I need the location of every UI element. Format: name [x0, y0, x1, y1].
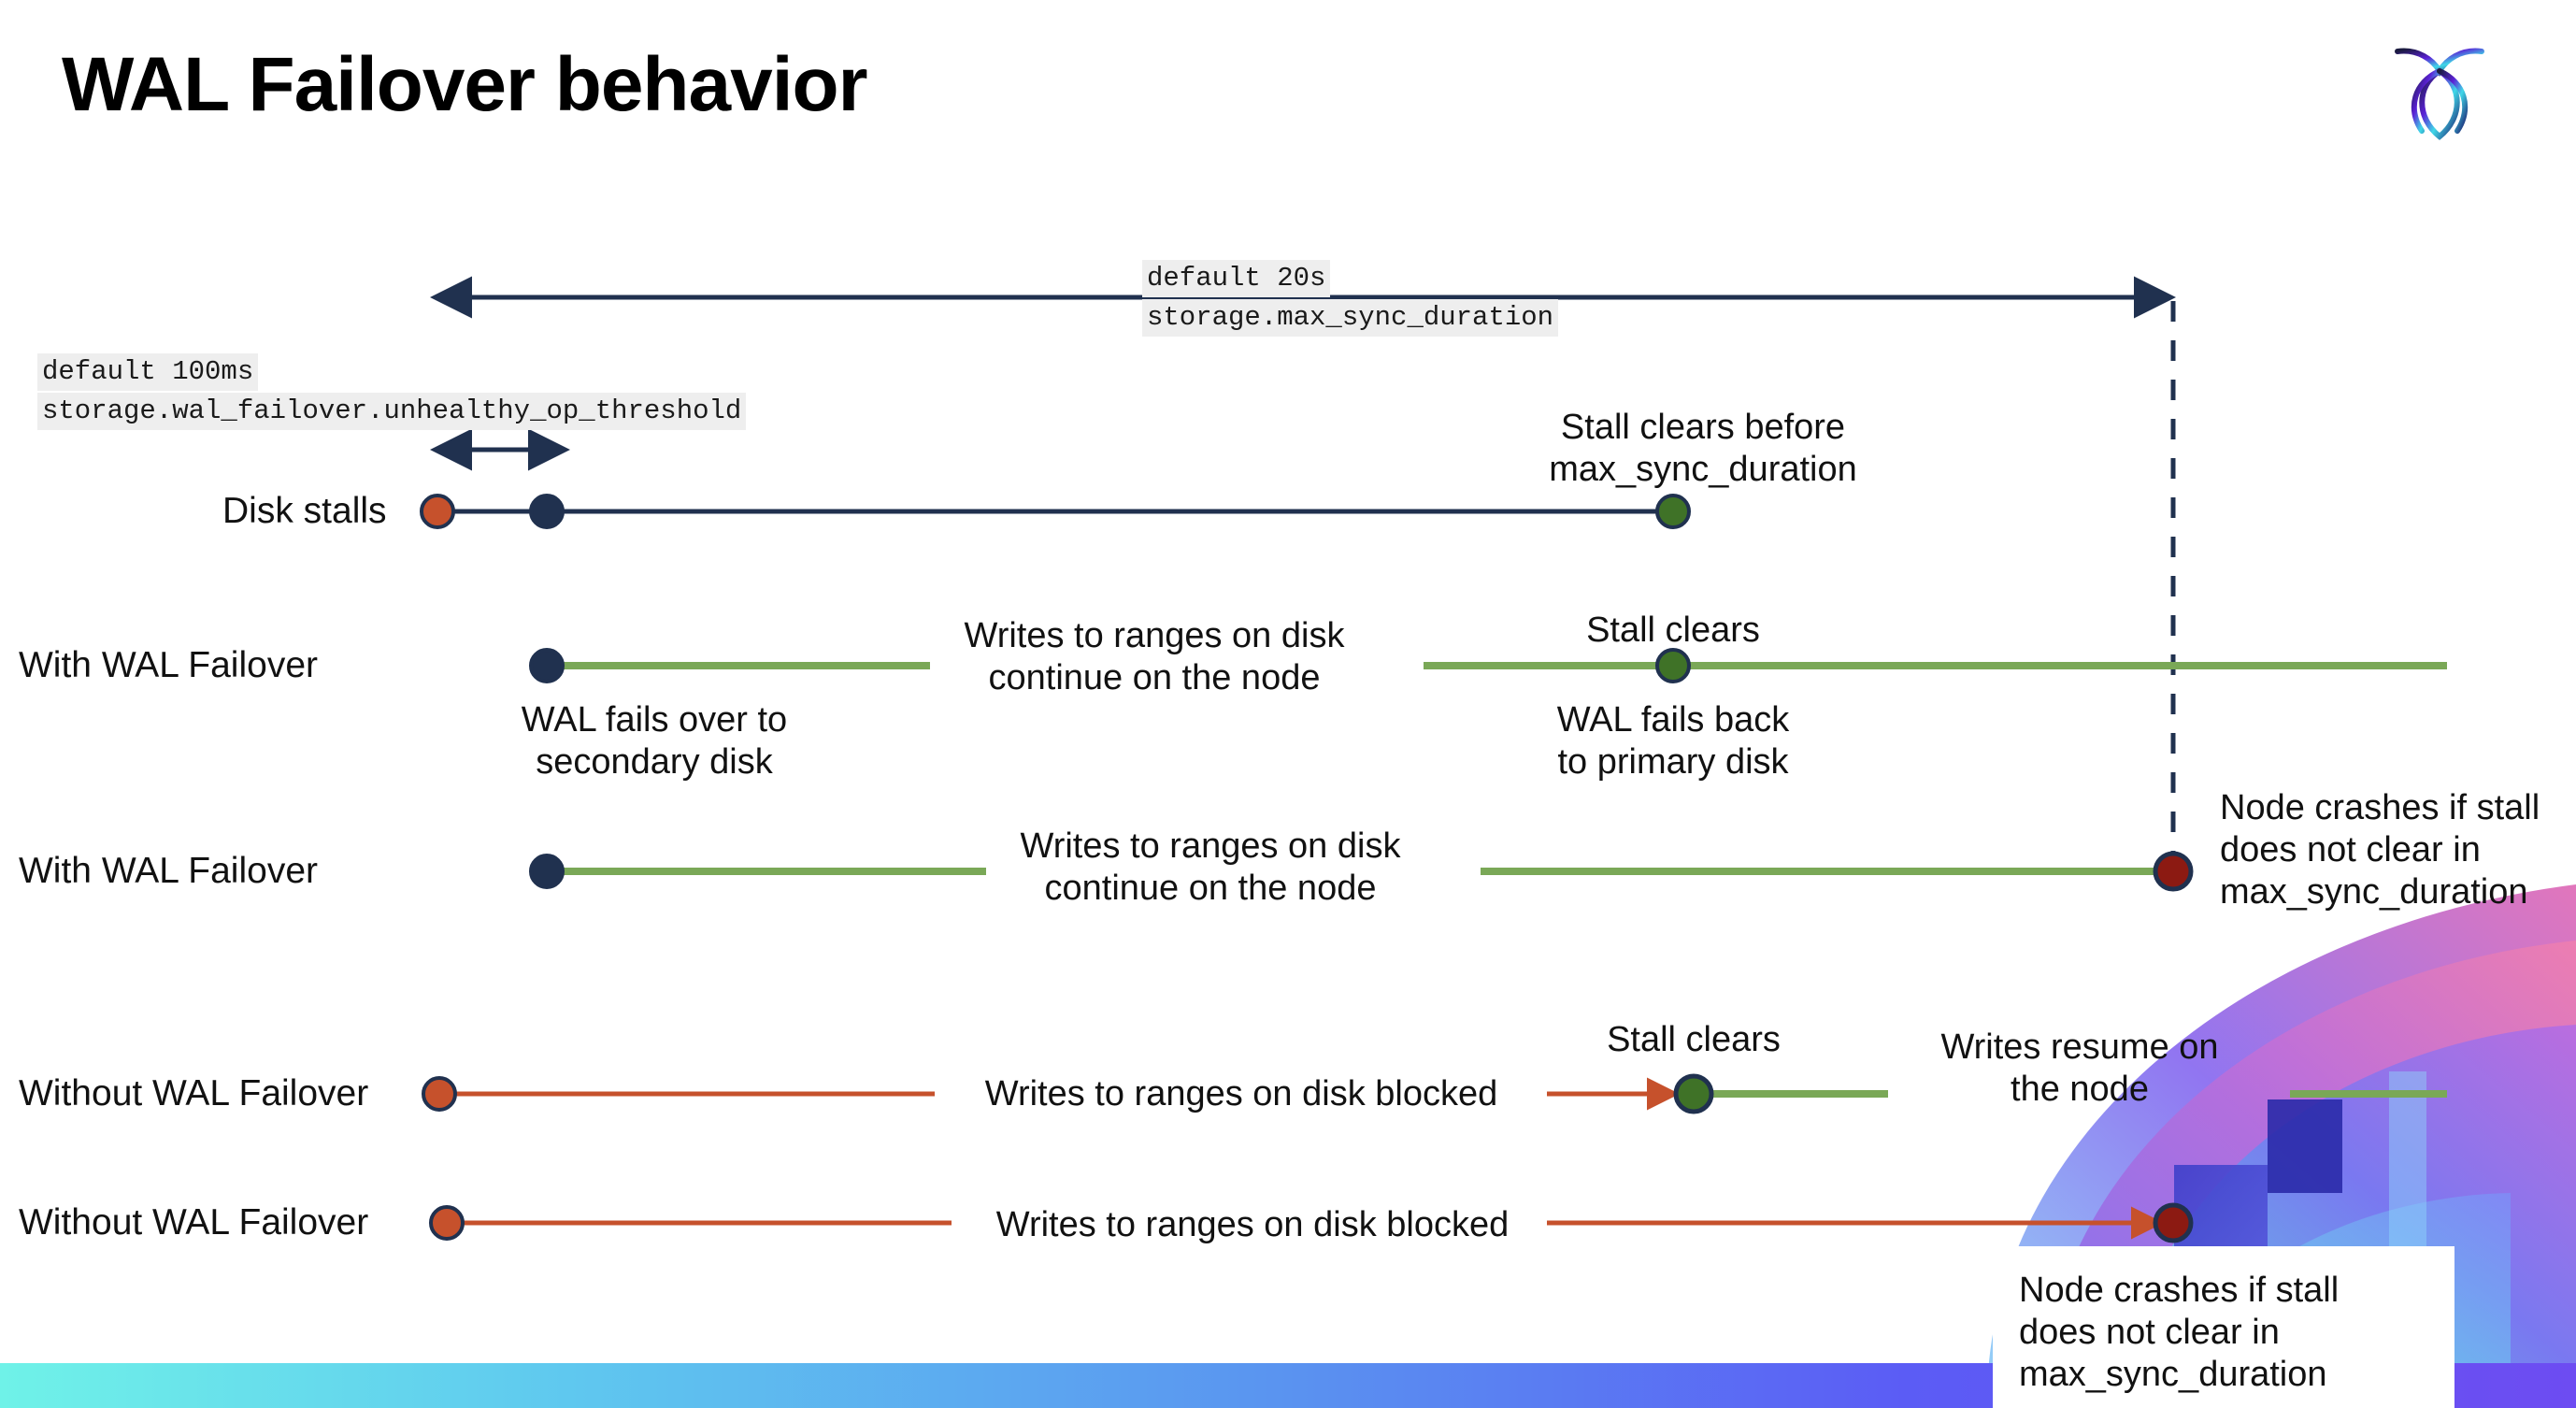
- row-without-wal-failover-1-track: [422, 1073, 2447, 1114]
- annot-writes-blocked-2: Writes to ranges on disk blocked: [995, 1205, 1510, 1244]
- chip-max-sync-name: storage.max_sync_duration: [1142, 299, 1559, 338]
- row-label-without-wal-failover-2: Without WAL Failover: [19, 1202, 369, 1243]
- annot-line-2: to primary disk: [1557, 741, 1789, 782]
- annot-line-3: max_sync_duration: [2220, 871, 2528, 912]
- cockroachdb-logo: [2395, 48, 2484, 140]
- chip-unhealthy-default: default 100ms: [37, 353, 259, 392]
- annot-line-2: does not clear in: [2220, 829, 2481, 869]
- annot-wal-fails-back: WAL fails back to primary disk: [1510, 699, 1837, 783]
- annot-stall-clears-2: Stall clears: [1607, 1020, 1781, 1059]
- annot-line-1: Writes resume on: [1940, 1027, 2219, 1067]
- annot-line-2: secondary disk: [536, 741, 773, 782]
- annot-line-2: the node: [2011, 1069, 2149, 1109]
- annot-writes-continue-2: Writes to ranges on disk continue on the…: [995, 826, 1425, 910]
- annot-line-1: Node crashes if stall: [2019, 1271, 2340, 1310]
- annot-line-2: continue on the node: [988, 657, 1321, 697]
- annot-line-1: Node crashes if stall: [2220, 788, 2540, 827]
- annot-line-1: Writes to ranges on disk: [1020, 826, 1401, 866]
- annot-line-2: does not clear in: [2019, 1312, 2280, 1352]
- callout-backdrop: [1993, 1246, 2454, 1408]
- annot-node-crashes-2: Node crashes if stall does not clear in …: [2019, 1270, 2411, 1395]
- annot-line-1: Writes to ranges on disk: [964, 616, 1345, 655]
- annot-writes-resume: Writes resume on the node: [1925, 1027, 2234, 1111]
- annot-line-3: max_sync_duration: [2019, 1354, 2327, 1394]
- page-title: WAL Failover behavior: [62, 42, 868, 127]
- annot-stall-clears-before-max-sync: Stall clears before max_sync_duration: [1525, 407, 1881, 491]
- annot-line-1: Stall clears before: [1560, 408, 1846, 447]
- annot-writes-continue-1: Writes to ranges on disk continue on the…: [939, 615, 1369, 699]
- chip-unhealthy-name: storage.wal_failover.unhealthy_op_thresh…: [37, 393, 747, 431]
- annot-stall-clears-1: Stall clears: [1586, 611, 1760, 650]
- row-label-with-wal-failover-2: With WAL Failover: [19, 851, 318, 891]
- row-label-with-wal-failover-1: With WAL Failover: [19, 645, 318, 685]
- annot-line-1: WAL fails over to: [521, 700, 788, 740]
- annot-line-1: WAL fails back: [1556, 700, 1790, 740]
- row-without-wal-failover-2-track: [429, 1202, 2194, 1243]
- row-label-without-wal-failover-1: Without WAL Failover: [19, 1073, 369, 1113]
- annot-wal-fails-over: WAL fails over to secondary disk: [486, 699, 823, 783]
- annot-line-2: max_sync_duration: [1549, 449, 1857, 489]
- row-with-wal-failover-2-track: [529, 851, 2194, 892]
- row-with-wal-failover-1-track: [529, 648, 2447, 683]
- annot-node-crashes-1: Node crashes if stall does not clear in …: [2220, 787, 2575, 912]
- row-label-disk-stalls: Disk stalls: [222, 491, 387, 531]
- row-disk-stalls-track: [420, 494, 1691, 529]
- annot-writes-blocked-1: Writes to ranges on disk blocked: [984, 1074, 1498, 1113]
- chip-max-sync-default: default 20s: [1142, 260, 1331, 298]
- annot-line-2: continue on the node: [1044, 868, 1377, 908]
